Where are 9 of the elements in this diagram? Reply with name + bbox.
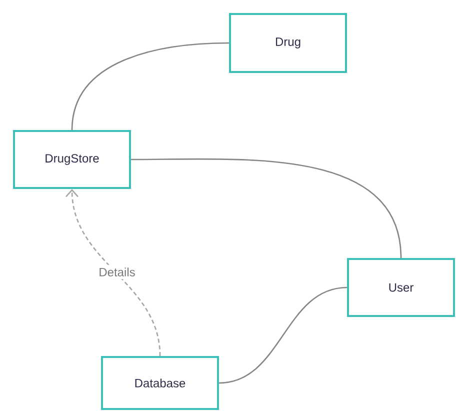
- entity-box: User: [347, 258, 455, 317]
- entity-box: Database: [101, 356, 219, 410]
- entity-box: DrugStore: [13, 130, 131, 189]
- edge-label: Details: [96, 264, 138, 280]
- connector: [66, 189, 161, 356]
- connector: [71, 42, 230, 130]
- connector: [218, 286, 348, 384]
- connector: [131, 158, 402, 258]
- entity-box: Drug: [229, 13, 347, 73]
